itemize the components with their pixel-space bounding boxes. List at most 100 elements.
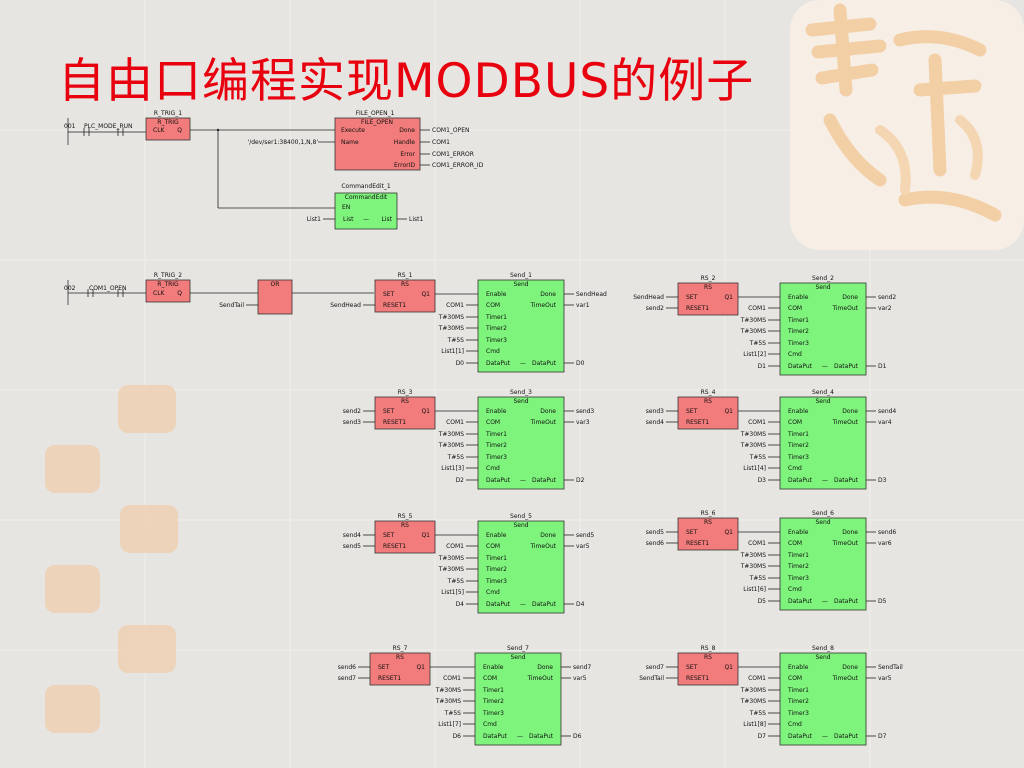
- send-1-timeout-var: var1: [576, 302, 590, 309]
- send-1-in-var-3: T#30MS: [438, 325, 465, 332]
- send-4-type: Send: [815, 398, 830, 405]
- send-4-input-1: COM: [788, 419, 802, 426]
- rs-8-q1-pin: Q1: [724, 664, 733, 671]
- command-edit-en-pin: EN: [342, 204, 350, 211]
- send-2-in-var-2: T#30MS: [740, 317, 767, 324]
- rs-5-reset-var: send5: [343, 543, 361, 550]
- send-1-in-var-5: List1[1]: [441, 348, 464, 355]
- send-6-in-var-6: D5: [758, 598, 767, 605]
- send-3-in-var-5: List1[3]: [441, 465, 464, 472]
- command-edit-out-var: List1: [409, 216, 423, 223]
- or-block: [257, 279, 293, 315]
- r-trig-1-block: [145, 117, 191, 141]
- send-7-input-4: Timer3: [482, 710, 504, 717]
- network-number: 002: [64, 285, 76, 292]
- rs-2-block: [677, 282, 739, 316]
- rs-7-reset-var: send7: [338, 675, 356, 682]
- file-open-1-type: FILE_OPEN: [361, 119, 393, 126]
- send-6-output-done: Done: [842, 529, 858, 536]
- file-open-var-0: COM1_OPEN: [432, 127, 470, 134]
- send-2-input-6: DataPut: [788, 363, 813, 370]
- send-2-input-4: Timer3: [787, 340, 809, 347]
- send-8-in-var-1: COM1: [748, 675, 766, 682]
- file-open-var-1: COM1: [432, 139, 450, 146]
- send-4-output-dataput: DataPut: [834, 477, 859, 484]
- rs-1-q1-pin: Q1: [421, 291, 430, 298]
- rs-7-reset-pin: RESET1: [378, 675, 401, 682]
- slide-title: 自由口编程实现MODBUS的例子: [58, 54, 755, 109]
- send-8-instance: Send_8: [812, 645, 834, 652]
- send-5-input-1: COM: [486, 543, 500, 550]
- send-7-arrow: —: [517, 733, 523, 740]
- rs-4-block: [677, 396, 739, 430]
- send-6-input-4: Timer3: [787, 575, 809, 582]
- rs-1-set-pin: SET: [383, 291, 395, 298]
- send-3-instance: Send_3: [510, 389, 532, 396]
- send-3-out-d-var: D2: [576, 477, 585, 484]
- send-1-instance: Send_1: [510, 272, 532, 279]
- send-4-input-2: Timer1: [787, 431, 809, 438]
- rs-7-type: RS: [396, 654, 404, 661]
- rs-7-set-pin: SET: [378, 664, 390, 671]
- send-5-input-3: Timer2: [485, 566, 507, 573]
- send-5-timeout-var: var5: [576, 543, 590, 550]
- send-6-type: Send: [815, 519, 830, 526]
- send-3-arrow: —: [520, 477, 526, 484]
- send-3-type: Send: [513, 398, 528, 405]
- send-5-in-var-3: T#30MS: [438, 566, 465, 573]
- rs-1-block: [374, 279, 436, 313]
- send-8-block: [779, 652, 867, 746]
- rs-5-set-pin: SET: [383, 532, 395, 539]
- file-open-var-3: COM1_ERROR_ID: [432, 162, 484, 169]
- send-2-type: Send: [815, 284, 830, 291]
- r-trig-2-instance: R_TRIG_2: [154, 272, 182, 279]
- send-4-timeout-var: var4: [878, 419, 892, 426]
- rs-2-set-pin: SET: [686, 294, 698, 301]
- send-4-in-var-5: List1[4]: [743, 465, 766, 472]
- rs-2-set-var: SendHead: [633, 294, 664, 301]
- send-2-input-0: Enable: [788, 294, 809, 301]
- rs-2-type: RS: [704, 284, 712, 291]
- send-4-out-d-var: D3: [878, 477, 887, 484]
- send-3-timeout-var: var3: [576, 419, 590, 426]
- send-4-input-6: DataPut: [788, 477, 813, 484]
- send-3-input-3: Timer2: [485, 442, 507, 449]
- send-4-in-var-4: T#5S: [749, 454, 767, 461]
- send-6-input-6: DataPut: [788, 598, 813, 605]
- send-1-input-6: DataPut: [486, 360, 511, 367]
- send-6-in-var-3: T#30MS: [740, 563, 767, 570]
- send-6-in-var-5: List1[6]: [743, 586, 766, 593]
- send-2-in-var-3: T#30MS: [740, 328, 767, 335]
- send-7-input-6: DataPut: [483, 733, 508, 740]
- send-3-output-timeout: TimeOut: [529, 419, 556, 426]
- send-1-in-var-2: T#30MS: [438, 314, 465, 321]
- rs-5-instance: RS_5: [398, 513, 413, 520]
- send-4-in-var-2: T#30MS: [740, 431, 767, 438]
- send-4-input-0: Enable: [788, 408, 809, 415]
- send-3-in-var-3: T#30MS: [438, 442, 465, 449]
- send-4-instance: Send_4: [812, 389, 834, 396]
- send-1-out-d-var: D0: [576, 360, 585, 367]
- send-5-arrow: —: [520, 601, 526, 608]
- send-8-input-3: Timer2: [787, 698, 809, 705]
- send-1-arrow: —: [520, 360, 526, 367]
- send-6-input-5: Cmd: [788, 586, 802, 593]
- rs-1-reset-var: SendHead: [330, 302, 361, 309]
- send-1-input-5: Cmd: [486, 348, 500, 355]
- send-7-input-0: Enable: [483, 664, 504, 671]
- send-6-input-1: COM: [788, 540, 802, 547]
- rs-8-instance: RS_8: [701, 645, 716, 652]
- rs-4-reset-pin: RESET1: [686, 419, 709, 426]
- send-4-block: [779, 396, 867, 490]
- send-6-input-3: Timer2: [787, 563, 809, 570]
- send-2-input-1: COM: [788, 305, 802, 312]
- file-open-output-1: Handle: [394, 139, 415, 146]
- send-3-in-var-6: D2: [456, 477, 465, 484]
- send-1-input-0: Enable: [486, 291, 507, 298]
- send-8-timeout-var: var5: [878, 675, 892, 682]
- rs-2-instance: RS_2: [701, 275, 716, 282]
- file-open-var-2: COM1_ERROR: [432, 151, 474, 158]
- send-2-output-done: Done: [842, 294, 858, 301]
